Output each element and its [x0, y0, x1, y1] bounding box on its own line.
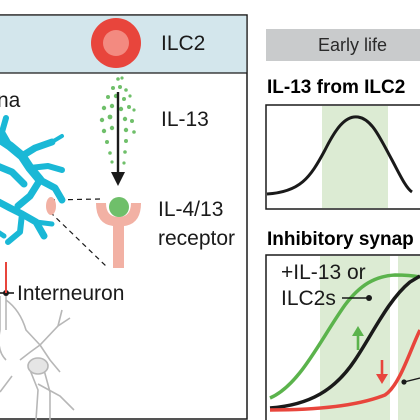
down-arrow-icon — [376, 360, 388, 384]
chart1-curve — [266, 115, 413, 196]
red-curve — [269, 329, 420, 412]
receptor-icon — [96, 197, 141, 268]
green-curve — [269, 273, 420, 400]
early-life-tab: Early life — [266, 29, 420, 61]
up-arrow-icon — [352, 326, 364, 350]
chart1-shading — [322, 106, 388, 208]
chart1-title: IL-13 from ILC2 — [267, 77, 406, 98]
receptor-label-line2: receptor — [158, 227, 236, 250]
treatment-label-line1: +IL-13 or — [281, 261, 366, 284]
il13-particles-icon — [99, 76, 136, 165]
interneuron-icon — [0, 296, 75, 420]
receptor-label-line1: IL-4/13 — [158, 198, 224, 221]
chart2-title: Inhibitory synap — [267, 229, 414, 250]
cropped-label: na — [0, 89, 21, 112]
chart2-shading — [320, 256, 390, 420]
left-panel — [0, 14, 248, 420]
ilc2-label: ILC2 — [161, 32, 206, 55]
il13-label: IL-13 — [161, 108, 209, 131]
black-curve — [269, 274, 420, 410]
right-panel — [265, 104, 420, 420]
astrocyte-icon — [0, 115, 66, 245]
ilc2-cell-icon — [91, 18, 141, 68]
treatment-label-line2: ILC2s — [281, 287, 336, 310]
interneuron-label: Interneuron — [17, 282, 125, 305]
